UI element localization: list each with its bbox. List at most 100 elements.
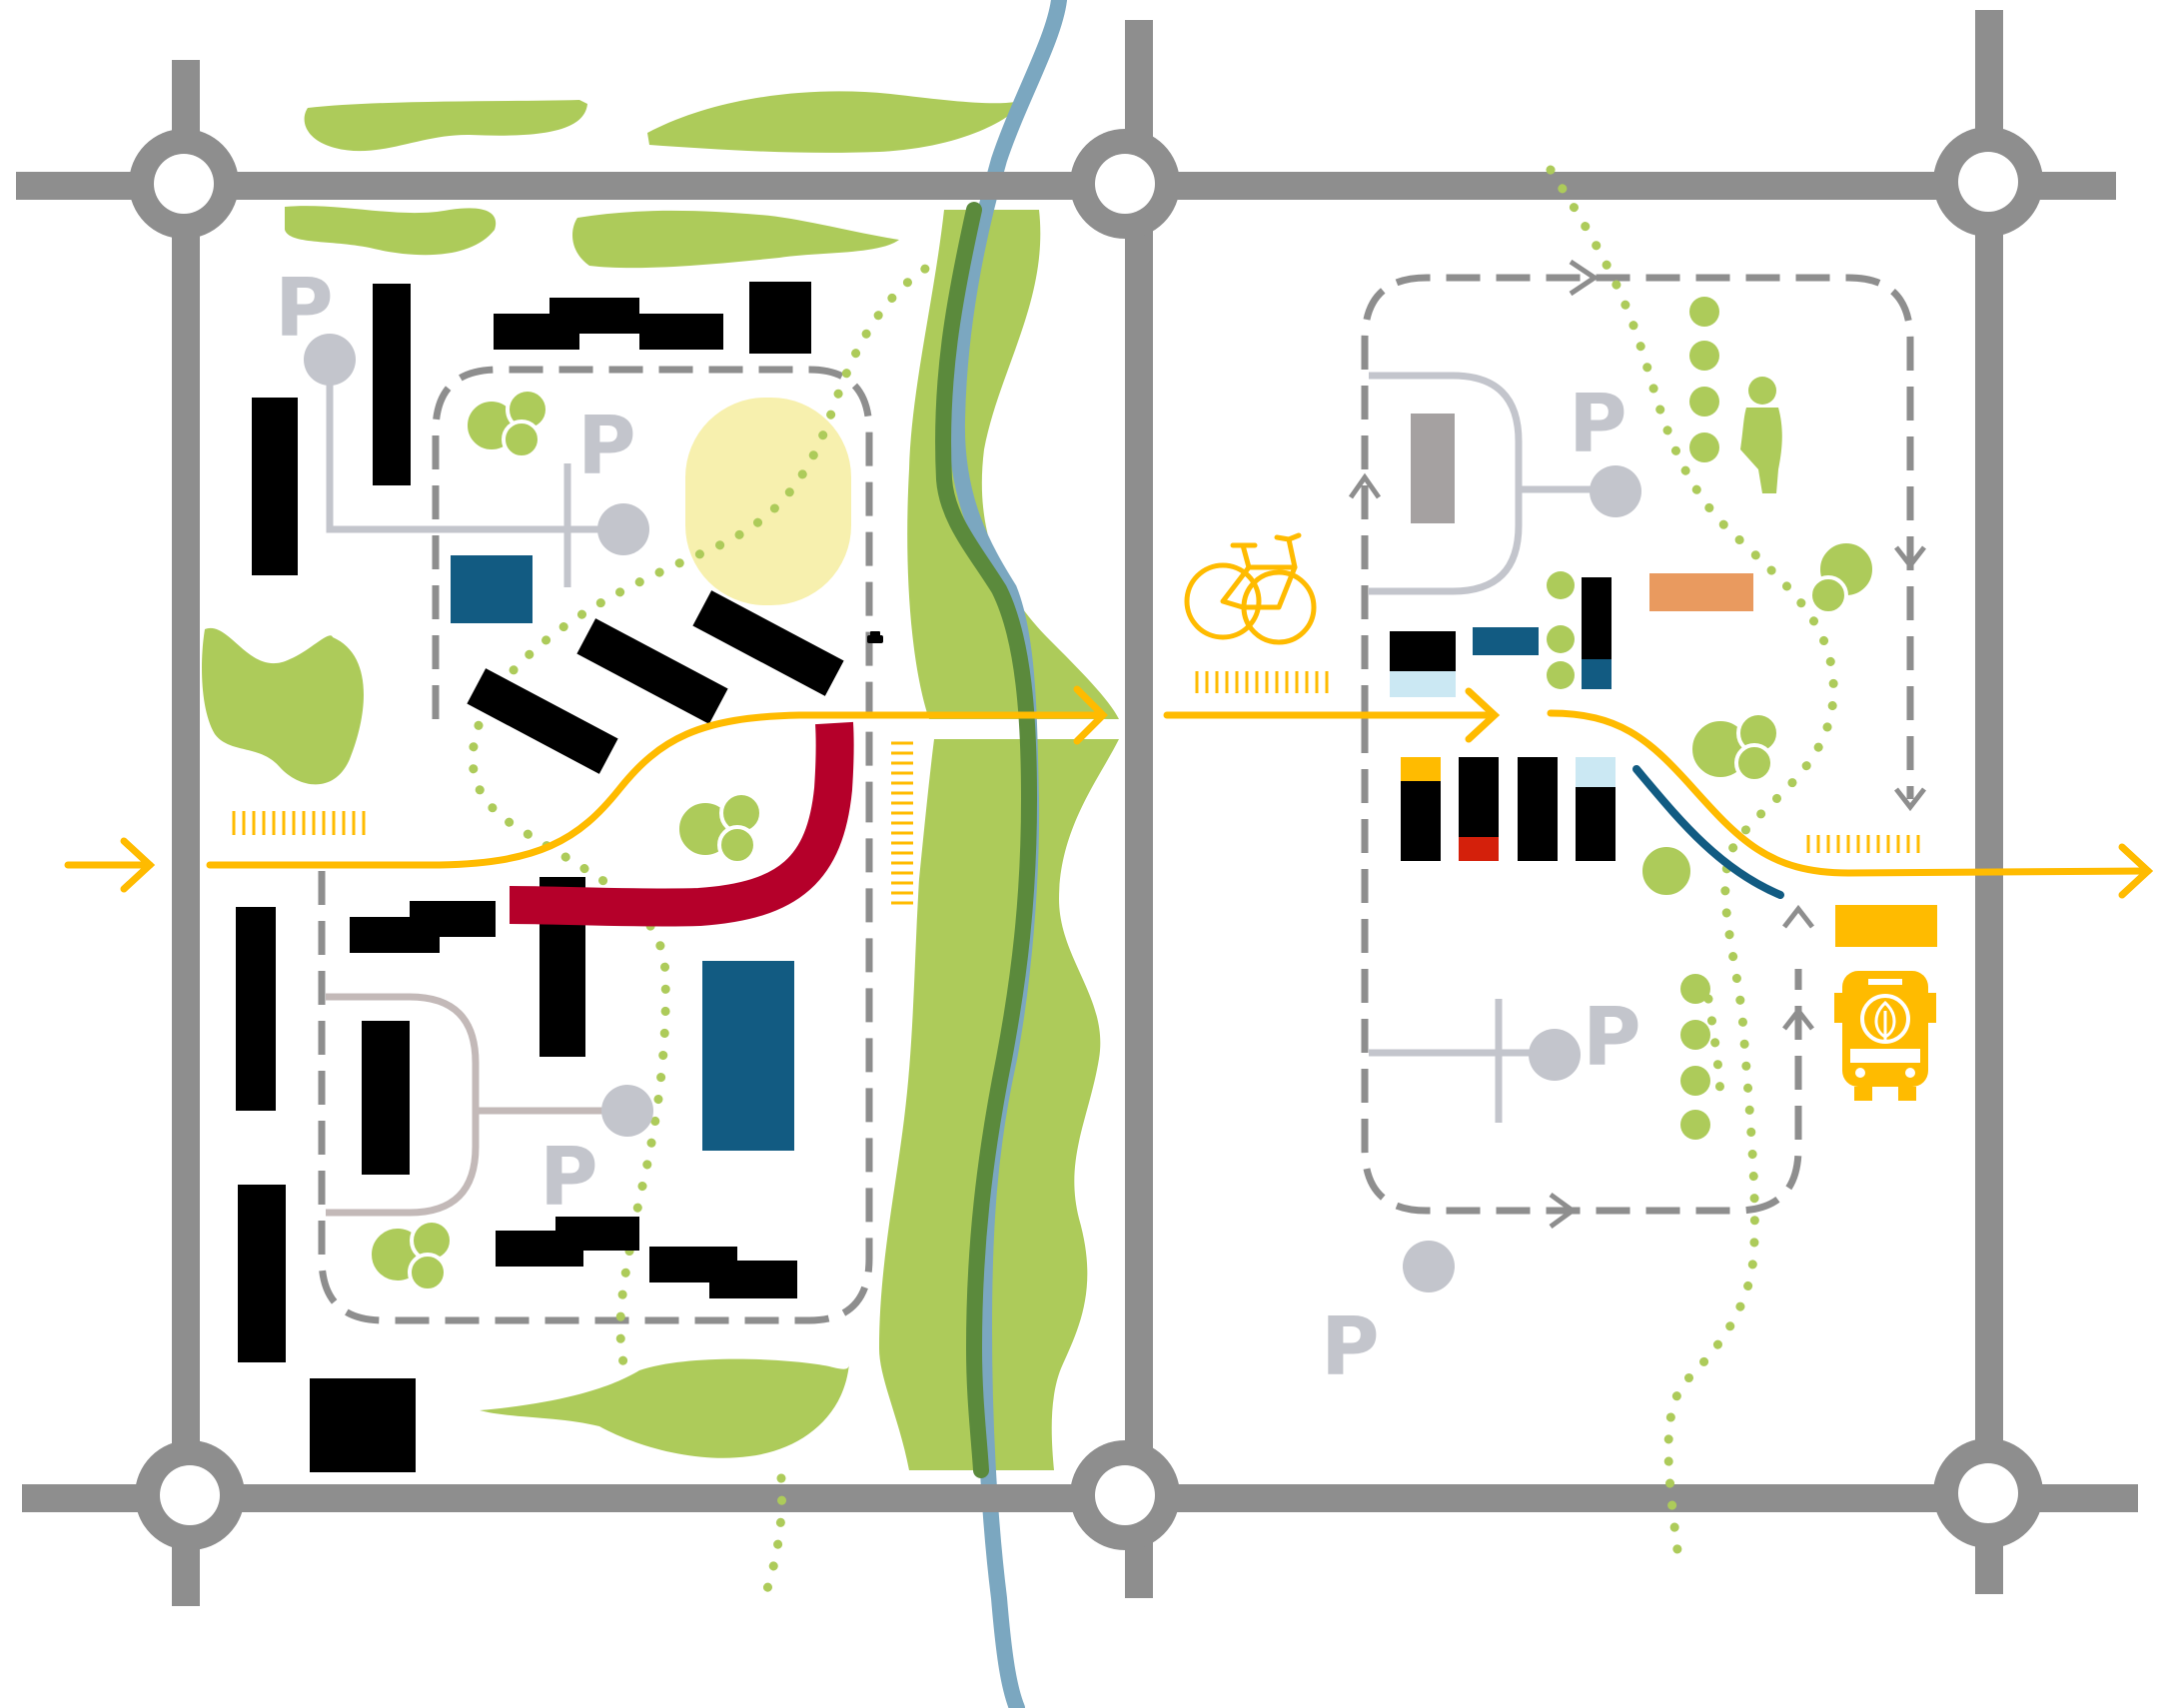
tree-dot — [1547, 625, 1575, 653]
building — [749, 282, 811, 354]
building — [362, 1021, 410, 1175]
building-diagonal — [467, 668, 618, 774]
parking-dot-3 — [601, 1085, 653, 1137]
transit-arrowhead-right-1 — [1465, 687, 1501, 743]
chevron-down-right-1 — [1894, 545, 1926, 570]
green-top-left-1 — [304, 100, 587, 152]
river-dark-center — [935, 202, 1038, 1478]
plaza-pale-yellow — [685, 398, 851, 605]
dashed-loop-right-lower — [1361, 719, 1802, 1215]
roundabout-top-left-island — [154, 154, 214, 214]
chevron-right-bottom — [1549, 1192, 1578, 1230]
station-markers — [232, 671, 1920, 905]
transit-arrowhead-middle — [1073, 685, 1108, 745]
parking-dot-4 — [1590, 465, 1641, 517]
parking-connector-2 — [326, 993, 480, 1217]
pedestrian-icon — [1740, 377, 1782, 493]
green-left-row2-b — [572, 210, 899, 269]
station-marker-left — [232, 811, 366, 835]
dotted-path-left-upper — [468, 253, 949, 1373]
station-marker-right — [1806, 835, 1920, 853]
dotted-paths — [468, 165, 1838, 1603]
roundabout-bottom-right-island — [1958, 1463, 2018, 1523]
building — [1401, 779, 1441, 861]
parking-dots — [304, 334, 1641, 1292]
building — [373, 284, 411, 485]
block-blue-right-small — [1582, 659, 1612, 689]
roundabout-bottom-left-island — [160, 1465, 220, 1525]
tree-dot — [1680, 1020, 1710, 1050]
green-left-blob — [202, 627, 364, 785]
building — [1576, 787, 1616, 861]
dashed-loop-left-upper — [432, 366, 873, 799]
building — [494, 298, 723, 350]
dashed-loop-left-lower — [318, 779, 873, 1324]
building — [649, 1247, 797, 1298]
roundabout-top-middle-island — [1095, 154, 1155, 214]
tree-cluster-3 — [368, 1219, 454, 1292]
dotted-path-right-2 — [1703, 994, 1725, 1104]
station-marker-bike — [1195, 671, 1329, 693]
building-diagonal — [576, 618, 728, 724]
chevron-up-bus-1 — [1782, 904, 1814, 929]
parking-connector-3 — [1369, 372, 1523, 595]
tree-cluster-4 — [1688, 711, 1780, 783]
green-bottom-left — [480, 1358, 849, 1458]
building — [252, 398, 298, 575]
tree-cluster-2 — [675, 791, 763, 865]
block-yellow — [1401, 757, 1441, 781]
building — [310, 1378, 416, 1472]
block-lightblue-1 — [1390, 671, 1456, 697]
chevron-up-left — [1348, 472, 1382, 499]
block-orange — [1649, 573, 1753, 611]
block-blue-right — [1473, 627, 1539, 655]
building — [1518, 757, 1558, 861]
chevron-right-top — [1569, 259, 1600, 297]
parking-connector-1 — [326, 362, 569, 533]
transit-arrowhead-right-end — [2118, 843, 2154, 899]
dashed-boundaries — [318, 274, 1914, 1324]
block-lightblue-2 — [1576, 757, 1616, 787]
tree-dot — [1680, 974, 1710, 1004]
parking-label-p2: P — [577, 400, 636, 492]
parking-dot-5 — [1529, 1029, 1581, 1081]
block-blue-small — [451, 555, 533, 623]
tree-cluster-5 — [1808, 539, 1876, 615]
transit-arrowhead-left — [120, 837, 156, 893]
parking-dot-1 — [304, 334, 356, 386]
building — [236, 907, 276, 1111]
green-left-row2-a — [285, 206, 497, 256]
parking-label-p6: P — [1321, 1300, 1380, 1393]
building — [1390, 631, 1456, 671]
dashed-loop-right — [1361, 274, 1914, 799]
block-yellow-bus-stop — [1835, 905, 1937, 947]
tree-dot — [1689, 341, 1719, 371]
tree-clusters — [368, 388, 1876, 1292]
building — [238, 1185, 286, 1362]
roundabouts — [129, 127, 2043, 1550]
chevron-down-right-2 — [1894, 787, 1926, 812]
building — [350, 901, 496, 953]
tree-cluster-6 — [1638, 843, 1694, 899]
green-top-middle — [647, 91, 1029, 153]
building — [496, 1217, 639, 1267]
red-route — [509, 721, 854, 927]
transit-line-right-2 — [1547, 709, 2152, 877]
parking-label-p4: P — [1569, 378, 1627, 470]
tree-dot — [1680, 1066, 1710, 1096]
transit-lines — [64, 685, 2154, 899]
parking-dot-6 — [1403, 1241, 1455, 1292]
bicycle-icon — [1184, 532, 1317, 645]
parking-connectors — [326, 362, 1609, 1217]
tree-dot — [1689, 432, 1719, 462]
parking-label-p3: P — [539, 1131, 598, 1224]
roundabout-top-right-island — [1958, 152, 2018, 212]
tree-dot — [1547, 571, 1575, 599]
tree-dot — [1680, 1110, 1710, 1140]
bus-icon — [1834, 971, 1936, 1101]
tree-dot — [1547, 661, 1575, 689]
parking-label-p1: P — [275, 262, 334, 355]
tree-dots — [1547, 297, 1719, 1140]
